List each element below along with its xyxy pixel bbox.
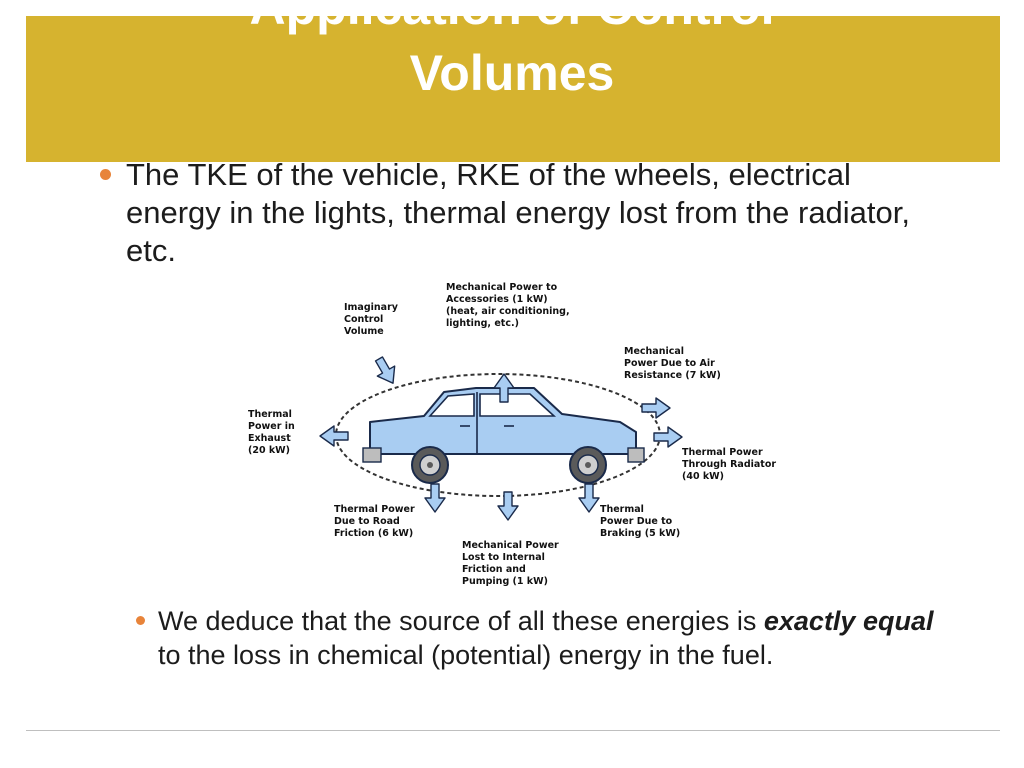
arrow-imaginary-cv-icon (369, 353, 403, 389)
bullet-sub-emphasis: exactly equal (763, 606, 934, 636)
label-road-friction: Thermal Power Due to Road Friction (6 kW… (334, 504, 415, 539)
title-band (26, 16, 1000, 162)
arrow-air-resistance-icon (641, 397, 671, 419)
bullet-main-text: The TKE of the vehicle, RKE of the wheel… (126, 157, 911, 268)
label-internal-friction: Mechanical Power Lost to Internal Fricti… (462, 540, 559, 587)
car-icon (362, 387, 645, 484)
slide-title-line-2: Volumes (409, 45, 615, 101)
label-air-resistance: Mechanical Power Due to Air Resistance (… (624, 346, 721, 381)
arrow-braking-icon (578, 483, 600, 513)
bullet-dot-icon (100, 169, 111, 180)
bullet-sub-text-before: We deduce that the source of all these e… (158, 606, 764, 636)
bullet-main: The TKE of the vehicle, RKE of the wheel… (100, 156, 930, 270)
bullet-sub-text-after: to the loss in chemical (potential) ener… (158, 640, 774, 670)
label-radiator: Thermal Power Through Radiator (40 kW) (682, 447, 777, 482)
bullet-dot-icon (136, 616, 145, 625)
label-imaginary-control-volume: Imaginary Control Volume (344, 302, 398, 337)
slide-title-line-1: Application of Control (249, 0, 775, 35)
label-braking: Thermal Power Due to Braking (5 kW) (600, 504, 681, 539)
bullet-sub: We deduce that the source of all these e… (136, 604, 936, 672)
label-accessories: Mechanical Power to Accessories (1 kW) (… (446, 282, 570, 329)
label-exhaust: Thermal Power in Exhaust (20 kW) (248, 409, 295, 456)
bottom-rule (26, 730, 1000, 731)
arrow-exhaust-icon (319, 425, 349, 447)
arrow-road-friction-icon (424, 483, 446, 513)
diagram-graphic (319, 353, 683, 521)
control-volume-diagram: Imaginary Control Volume Mechanical Powe… (244, 282, 794, 594)
bullet-sub-text: We deduce that the source of all these e… (158, 604, 936, 672)
arrow-internal-friction-icon (497, 491, 519, 521)
slide-title: Application of Control Volumes (0, 0, 1024, 106)
